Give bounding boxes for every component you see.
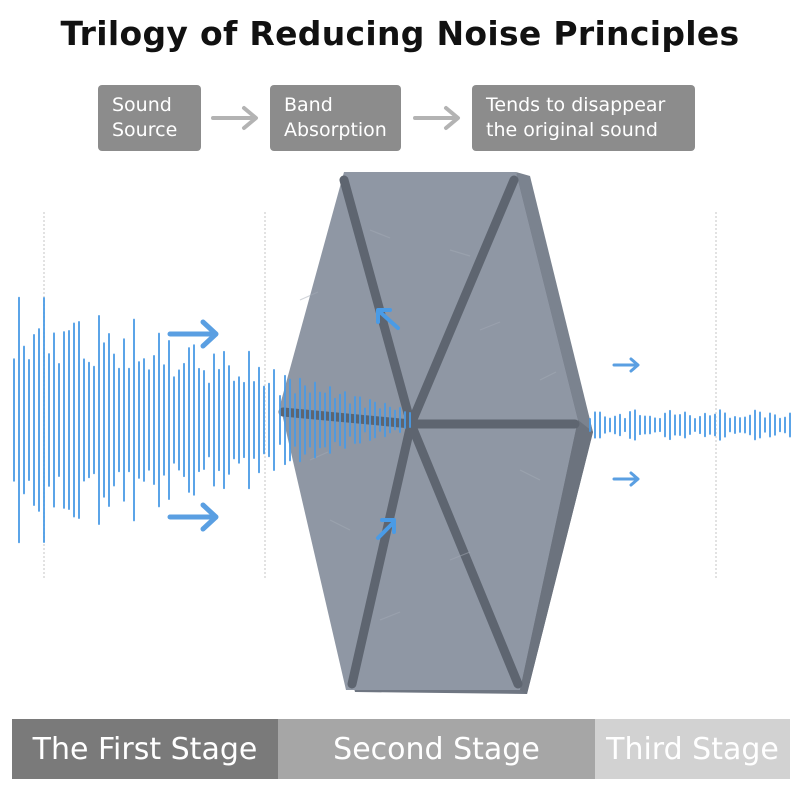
step-box-line: Tends to disappear xyxy=(486,94,666,116)
acoustic-panel xyxy=(278,172,593,694)
direction-arrow-icon xyxy=(612,357,640,373)
stage-label: Third Stage xyxy=(606,731,779,767)
sound-wave-absorbed xyxy=(279,374,411,466)
page-title: Trilogy of Reducing Noise Principles xyxy=(60,14,740,53)
step-box-disappear: Tends to disappear the original sound xyxy=(472,85,695,151)
stage-label: Second Stage xyxy=(333,731,540,767)
sound-wave-incoming xyxy=(13,296,275,544)
flow-arrow-icon xyxy=(211,106,258,130)
reflect-arrow-icon xyxy=(376,308,400,330)
direction-arrow-icon xyxy=(167,319,219,349)
stage-second: Second Stage xyxy=(278,719,595,779)
step-box-line: the original sound xyxy=(486,119,658,141)
step-box-line: Absorption xyxy=(284,119,387,141)
stage-first: The First Stage xyxy=(12,719,278,779)
step-box-band-absorption: Band Absorption xyxy=(270,85,401,151)
flow-arrow-icon xyxy=(413,106,460,130)
step-box-line: Band xyxy=(284,94,333,116)
sound-wave-residual xyxy=(589,409,791,441)
step-box-line: Sound xyxy=(112,94,172,116)
stage-third: Third Stage xyxy=(595,719,790,779)
direction-arrow-icon xyxy=(612,471,640,487)
direction-arrow-icon xyxy=(167,502,219,532)
reflect-arrow-icon xyxy=(376,518,396,540)
step-box-sound-source: Sound Source xyxy=(98,85,201,151)
stage-label: The First Stage xyxy=(32,731,258,767)
step-box-line: Source xyxy=(112,119,178,141)
